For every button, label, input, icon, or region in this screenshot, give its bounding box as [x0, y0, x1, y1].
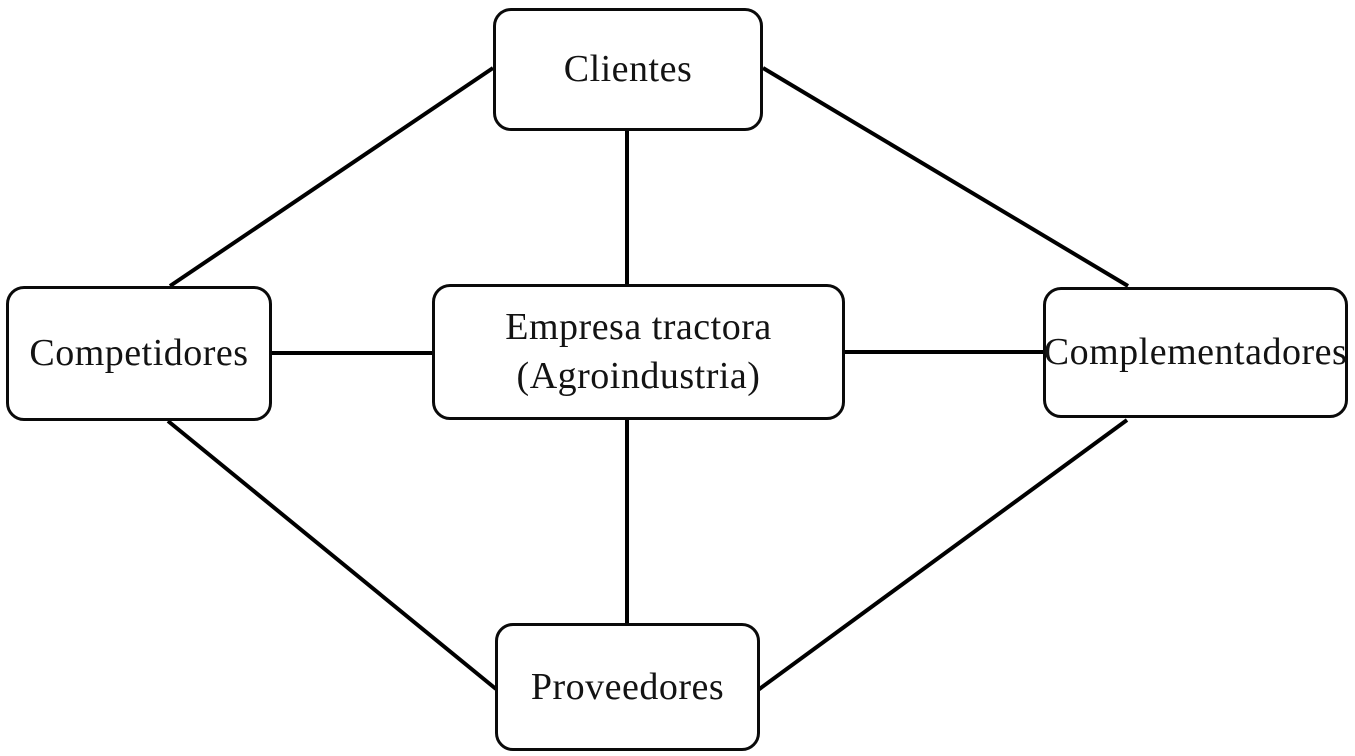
node-proveedores-label: Proveedores — [530, 665, 725, 708]
node-clientes: Clientes — [493, 8, 763, 131]
node-empresa-tractora: Empresa tractora (Agroindustria) — [432, 284, 845, 420]
node-empresa-tractora-label: Empresa tractora (Agroindustria) — [505, 306, 772, 397]
node-proveedores: Proveedores — [495, 623, 760, 751]
node-competidores: Competidores — [6, 286, 272, 421]
node-competidores-label: Competidores — [29, 332, 249, 375]
edge-competidores-proveedores — [166, 419, 498, 691]
edge-clientes-competidores — [168, 66, 495, 288]
edge-proveedores-complementadores — [756, 418, 1129, 692]
edge-clientes-complementadores — [761, 66, 1130, 288]
node-clientes-label: Clientes — [563, 48, 693, 91]
node-complementadores-label: Complementadores — [1043, 331, 1348, 374]
node-complementadores: Complementadores — [1043, 287, 1348, 418]
